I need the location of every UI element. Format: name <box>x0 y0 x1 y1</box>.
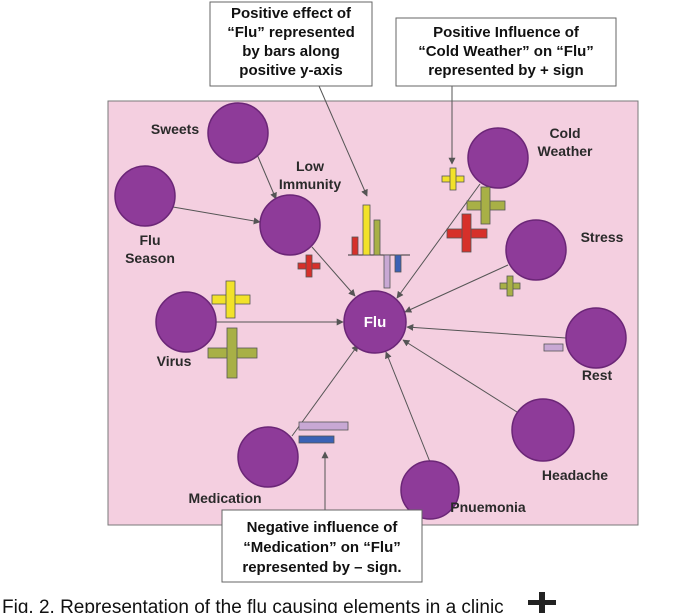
callout-plus-line2: “Cold Weather” on “Flu” <box>418 43 594 60</box>
callout-pointers <box>318 85 456 510</box>
callout-bars-box <box>209 1 373 87</box>
callout-plus: Positive Influence of “Cold Weather” on … <box>395 17 617 87</box>
callout-bars-line3: by bars along <box>242 43 340 60</box>
node-stress[interactable] <box>505 219 567 281</box>
callout-minus: Negative influence of “Medication” on “F… <box>221 509 423 583</box>
plus-icon-low-immunity <box>297 254 321 278</box>
plus-signs <box>207 167 521 379</box>
label-flu: Flu <box>364 314 387 331</box>
node-virus[interactable] <box>155 291 217 353</box>
node-flu[interactable] <box>343 290 407 354</box>
callout-bars-line1: Positive effect of <box>231 5 352 22</box>
arrow-stress-to-flu <box>404 264 509 313</box>
node-rest[interactable] <box>565 307 627 369</box>
bar-yellow <box>362 204 371 256</box>
node-low-immunity[interactable] <box>259 194 321 256</box>
plus-icon-cold-weather-medium <box>466 186 506 225</box>
callout-minus-line1: Negative influence of <box>247 519 399 536</box>
node-sweets[interactable] <box>207 102 269 164</box>
nodes <box>114 102 627 520</box>
label-low-immunity-line1: Low <box>296 158 324 174</box>
label-stress: Stress <box>581 229 624 245</box>
label-medication: Medication <box>188 490 261 506</box>
label-sweets: Sweets <box>151 121 199 137</box>
callout-bars-line4: positive y-axis <box>239 62 342 79</box>
label-flu-season-line2: Season <box>125 250 175 266</box>
minus-icon-medication-lavender <box>298 421 349 431</box>
label-flu-season-line1: Flu <box>140 232 161 248</box>
arrow-flu-season-to-low-immunity <box>172 206 261 225</box>
arrow-sweets-to-low-immunity <box>255 151 277 200</box>
plus-icon-stress <box>499 275 521 297</box>
label-cold-weather-line1: Cold <box>549 125 580 141</box>
minus-icon-medication-blue <box>298 435 335 444</box>
callout-plus-box <box>395 17 617 87</box>
node-cold-weather[interactable] <box>467 127 529 189</box>
label-pnuemonia: Pnuemonia <box>450 499 526 515</box>
label-virus: Virus <box>157 353 192 369</box>
arrow-pnuemonia-to-flu <box>385 351 431 463</box>
callout-bars: Positive effect of “Flu” represented by … <box>209 1 373 87</box>
callout-minus-box <box>221 509 423 583</box>
label-cold-weather-line2: Weather <box>538 143 594 159</box>
callout-plus-line3: represented by + sign <box>428 62 583 79</box>
callout-minus-line2: “Medication” on “Flu” <box>243 539 401 556</box>
arrow-cold-weather-to-flu <box>396 183 481 299</box>
label-rest: Rest <box>582 367 613 383</box>
plus-icon-cold-weather-large <box>446 213 488 253</box>
caption-plus-icon <box>528 592 556 613</box>
minus-icon-rest <box>543 343 564 352</box>
bar-lavender <box>383 254 391 289</box>
callout-minus-line3: represented by – sign. <box>242 559 401 576</box>
bar-red <box>351 236 359 256</box>
node-flu-season[interactable] <box>114 165 176 227</box>
minus-signs <box>298 343 564 444</box>
bar-green <box>373 219 381 256</box>
node-headache[interactable] <box>511 398 575 462</box>
label-headache: Headache <box>542 467 608 483</box>
arrow-headache-to-flu <box>402 339 518 413</box>
figure-caption: Fig. 2. Representation of the flu causin… <box>2 597 504 613</box>
arrow-medication-to-flu <box>291 344 359 437</box>
plus-icon-virus-yellow <box>211 280 251 319</box>
callout-plus-line1: Positive Influence of <box>433 24 580 41</box>
plus-icon-virus-green <box>207 327 258 379</box>
label-low-immunity-line2: Immunity <box>279 176 341 192</box>
arrow-low-immunity-to-flu <box>311 246 356 297</box>
bar-blue <box>394 254 402 273</box>
arrow-rest-to-flu <box>406 323 567 339</box>
flu-bar-chart <box>348 204 410 289</box>
plus-icon-cold-weather-small <box>441 167 465 191</box>
node-medication[interactable] <box>237 426 299 488</box>
node-pnuemonia[interactable] <box>400 460 460 520</box>
influence-arrows <box>172 151 567 463</box>
callout-bars-line2: “Flu” represented <box>227 24 355 41</box>
pointer-bars <box>318 85 368 197</box>
